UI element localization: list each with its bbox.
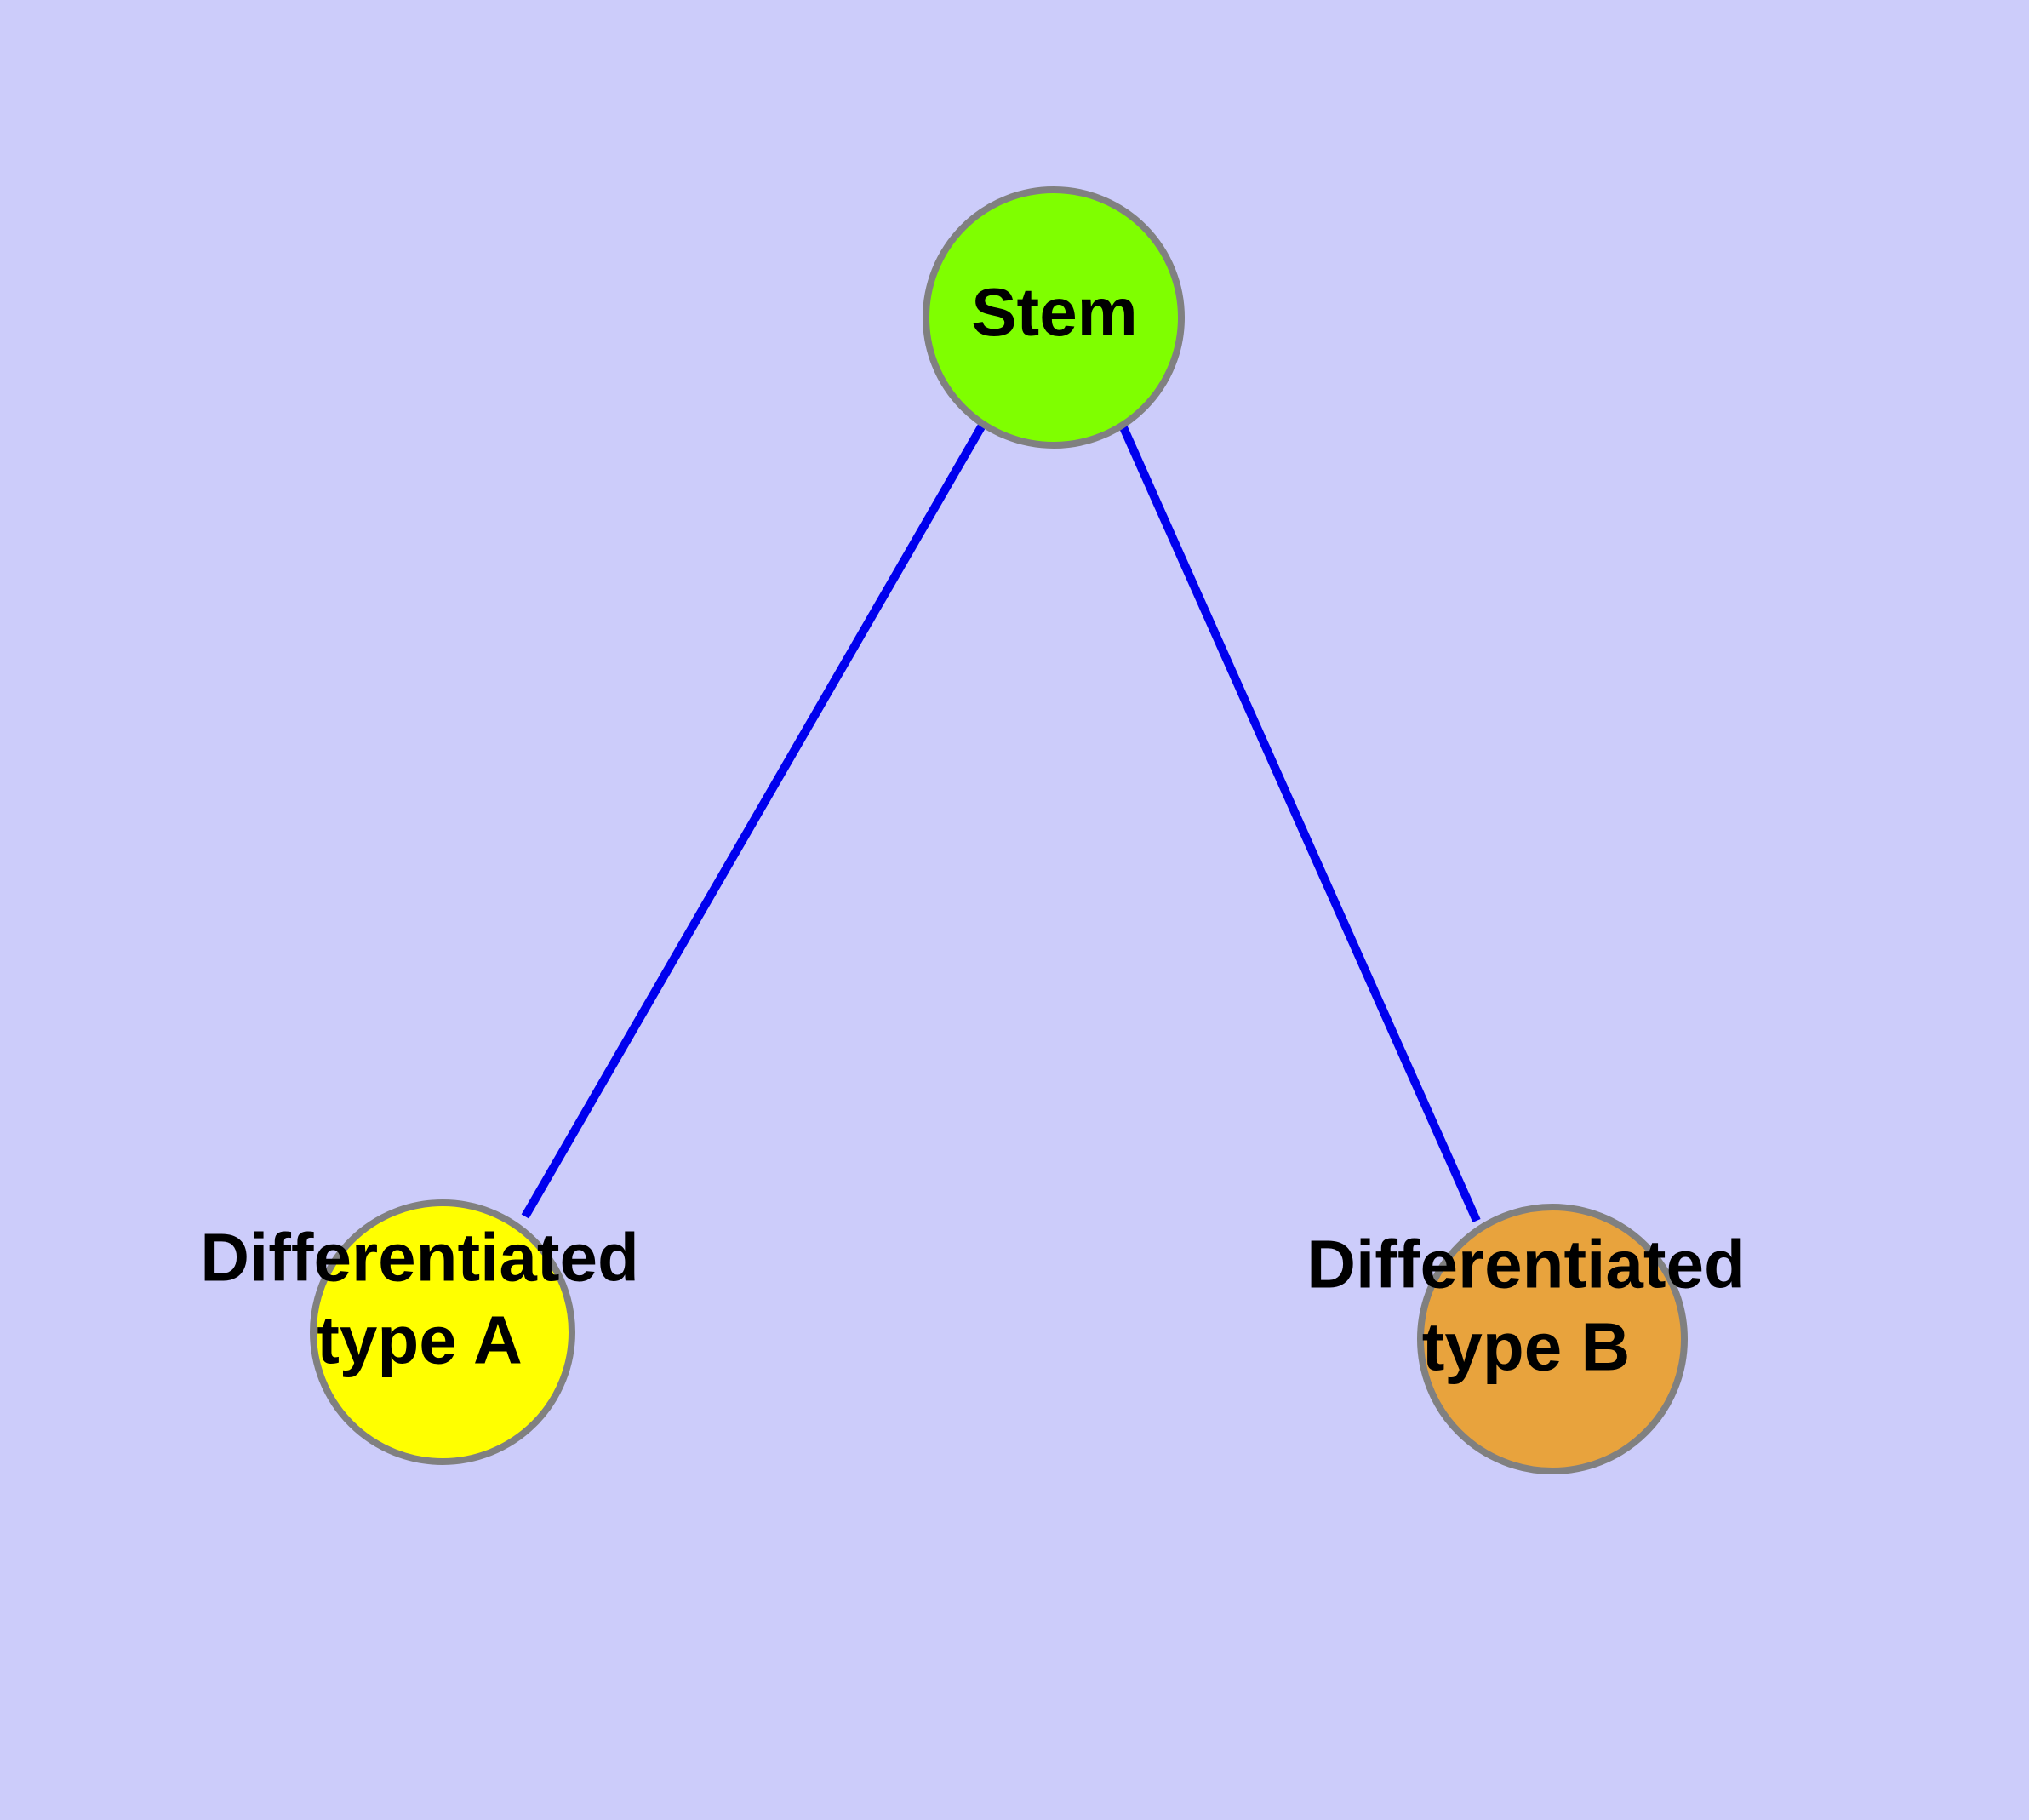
node-label-line: Differentiated — [1306, 1227, 1746, 1302]
node-label-line: Differentiated — [200, 1220, 639, 1296]
node-differentiated-type-a-circle[interactable] — [310, 1199, 575, 1465]
node-label-line: type B — [1422, 1309, 1631, 1385]
nodes-layer — [310, 186, 1688, 1474]
edges-layer — [521, 421, 1481, 1223]
node-stem-label: Stem — [971, 274, 1138, 350]
edge-stem-to-differentiated-b[interactable] — [1118, 423, 1481, 1223]
node-stem-circle[interactable] — [923, 186, 1185, 449]
node-label-line: Stem — [971, 274, 1138, 350]
node-label-line: type A — [317, 1302, 523, 1378]
edge-stem-to-differentiated-a[interactable] — [521, 421, 987, 1219]
node-differentiated-type-b-circle[interactable] — [1417, 1204, 1688, 1474]
